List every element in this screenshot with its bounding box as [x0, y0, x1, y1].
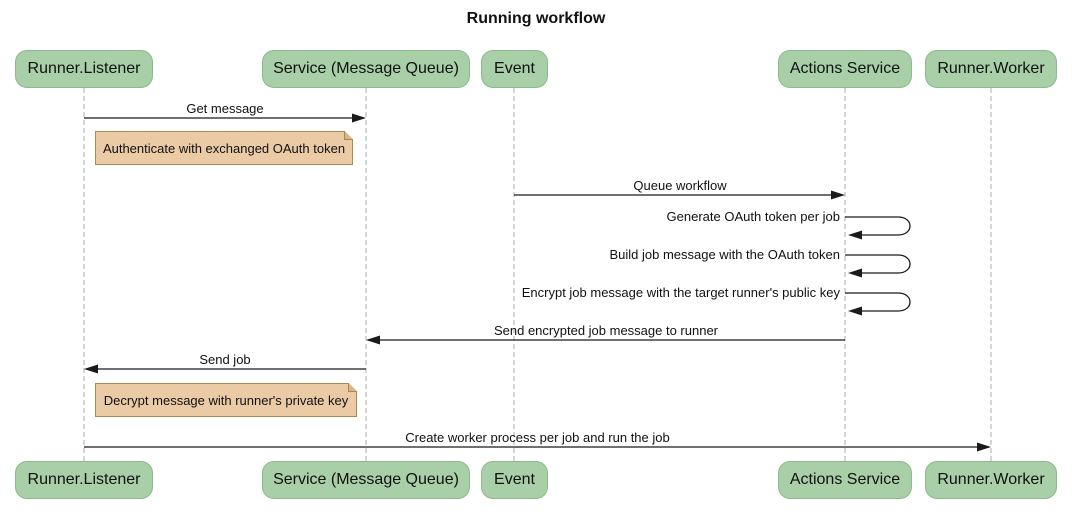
message-label-get-message: Get message: [186, 101, 264, 116]
actor-bottom-actions-service: Actions Service: [778, 461, 912, 499]
message-label-queue-workflow: Queue workflow: [633, 178, 727, 193]
arrowhead-generate-oauth-token: [848, 230, 862, 240]
arrowhead-encrypt-job-message: [848, 306, 862, 316]
message-label-build-job-message: Build job message with the OAuth token: [609, 247, 840, 262]
actor-top-runner-listener: Runner.Listener: [15, 50, 153, 88]
actor-bottom-runner-listener: Runner.Listener: [15, 461, 153, 499]
note-fold-icon: [344, 131, 353, 140]
message-label-create-worker-process: Create worker process per job and run th…: [405, 430, 670, 445]
note-decrypt-private-key: Decrypt message with runner's private ke…: [95, 383, 357, 417]
self-loop-encrypt-job-message: [845, 292, 911, 312]
message-label-send-encrypted-job-message: Send encrypted job message to runner: [493, 323, 719, 338]
message-label-send-job: Send job: [199, 352, 251, 367]
note-fold-icon: [348, 383, 357, 392]
arrowhead-queue-workflow: [831, 190, 845, 200]
arrowhead-get-message: [352, 113, 366, 123]
message-label-encrypt-job-message: Encrypt job message with the target runn…: [521, 285, 840, 300]
arrowhead-send-encrypted-job-message: [366, 335, 380, 345]
self-loop-build-job-message: [845, 254, 911, 274]
note-authenticate-oauth: Authenticate with exchanged OAuth token: [95, 131, 353, 165]
actor-bottom-runner-worker: Runner.Worker: [925, 461, 1057, 499]
note-decrypt-text: Decrypt message with runner's private ke…: [103, 392, 349, 408]
arrowhead-send-job: [84, 364, 98, 374]
note-authenticate-text: Authenticate with exchanged OAuth token: [102, 140, 346, 156]
self-loop-generate-oauth-token: [845, 216, 911, 236]
actor-top-event: Event: [481, 50, 548, 88]
message-label-generate-oauth-token: Generate OAuth token per job: [666, 209, 840, 224]
actor-top-runner-worker: Runner.Worker: [925, 50, 1057, 88]
arrowhead-build-job-message: [848, 268, 862, 278]
arrowhead-create-worker-process: [977, 442, 991, 452]
actor-top-service-message-queue: Service (Message Queue): [262, 50, 470, 88]
actor-top-actions-service: Actions Service: [778, 50, 912, 88]
actor-bottom-service-message-queue: Service (Message Queue): [262, 461, 470, 499]
diagram-title: Running workflow: [466, 10, 606, 27]
actor-bottom-event: Event: [481, 461, 548, 499]
